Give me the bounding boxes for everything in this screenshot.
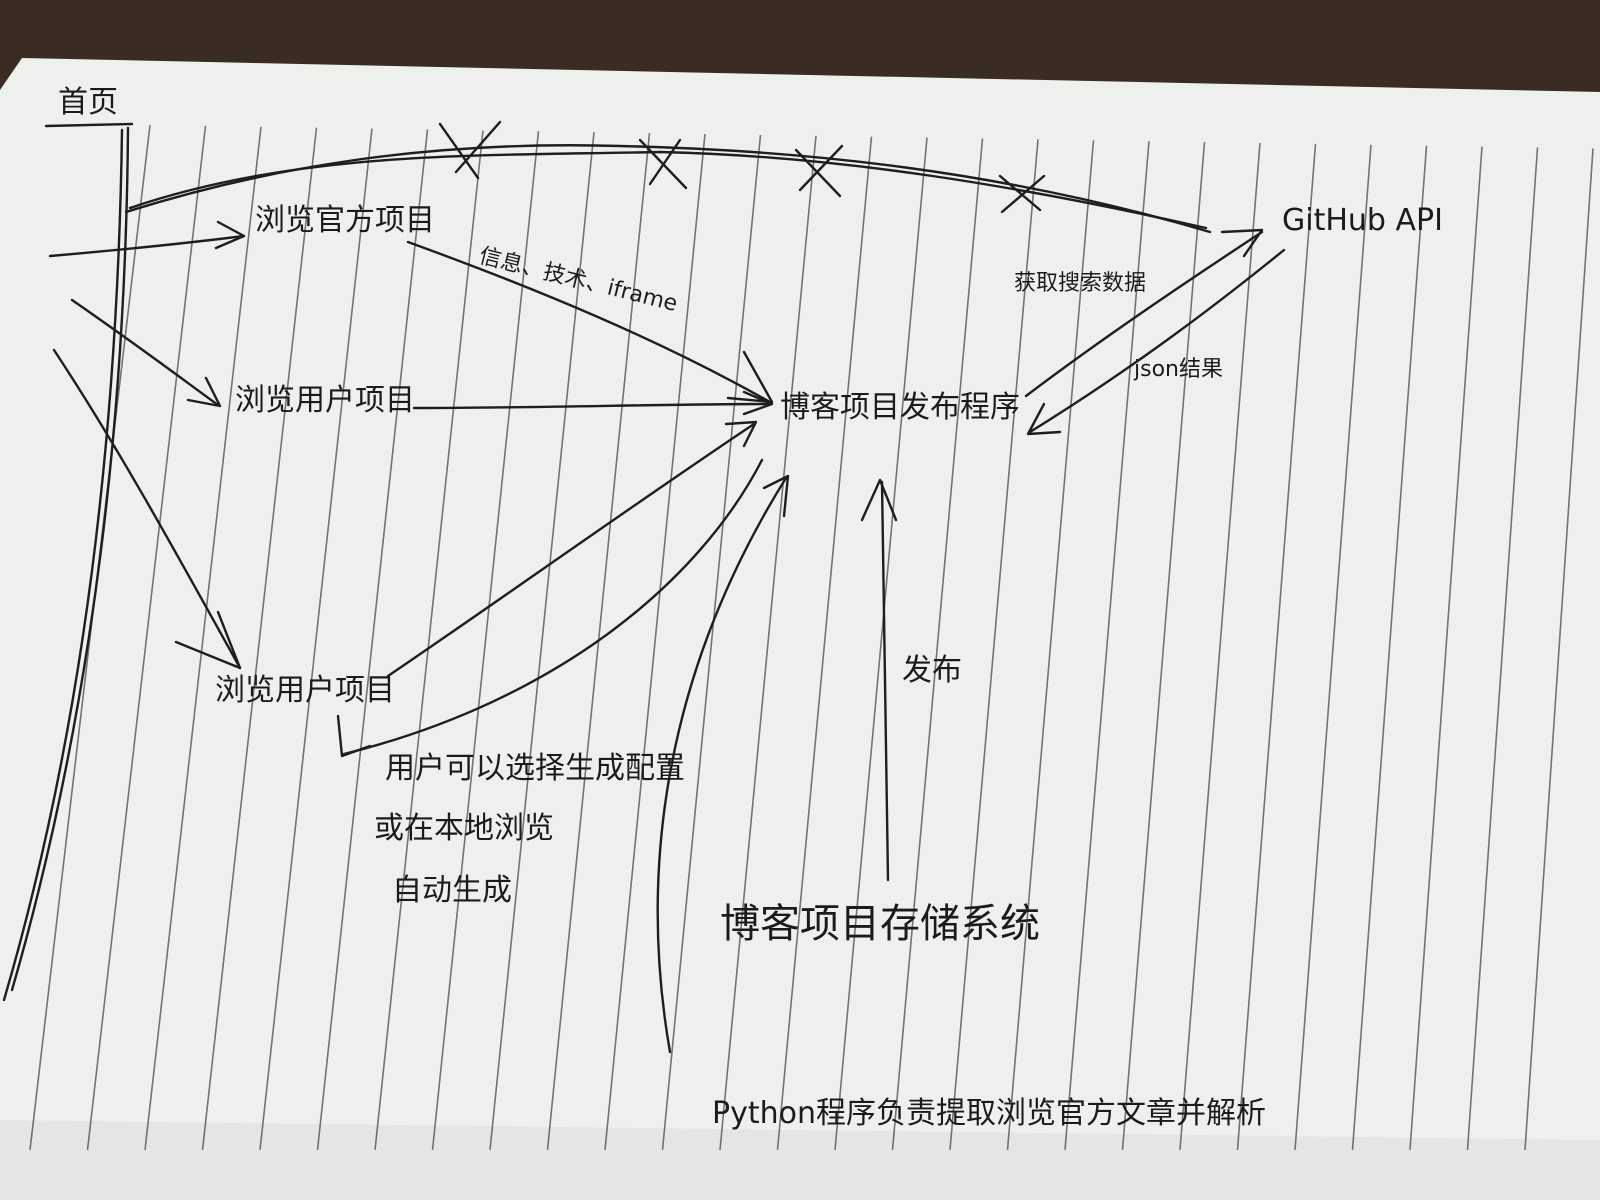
arrowhead-home-to-user-1 xyxy=(186,376,222,408)
ruled-lines xyxy=(29,124,1594,1151)
margin-line xyxy=(10,126,130,992)
node-official-site: 浏览官方项目 xyxy=(255,203,435,238)
ruled-line xyxy=(86,125,207,1151)
arrowhead-home-to-official xyxy=(214,220,246,250)
node-user-site-2: 浏览用户项目 xyxy=(215,673,395,708)
arrow-user1-to-publisher xyxy=(412,402,772,410)
margin-label: 首页 xyxy=(58,85,118,120)
ruled-line xyxy=(604,133,706,1151)
ruled-line xyxy=(1064,141,1150,1151)
arrow-official-to-publisher xyxy=(406,240,772,404)
arrowhead-publisher-to-user2 xyxy=(336,714,372,758)
ruled-line xyxy=(949,139,1039,1151)
arrowhead-github-to-publisher xyxy=(1026,402,1062,436)
ruled-line xyxy=(489,132,595,1151)
arrow-home-to-user-2 xyxy=(52,348,242,670)
arrowhead-python-to-publisher xyxy=(762,474,790,518)
ruled-line xyxy=(1294,144,1372,1151)
ruled-line xyxy=(316,129,429,1151)
arrow-storage-to-publisher xyxy=(880,480,890,882)
arrow-home-to-official xyxy=(48,234,246,258)
cross-mark-3 xyxy=(794,144,844,198)
arrowhead-publisher-to-github xyxy=(1220,228,1264,258)
arrowhead-storage-to-publisher xyxy=(860,478,898,522)
ruled-line xyxy=(776,136,873,1151)
arrow-python-to-publisher xyxy=(656,476,788,1054)
node-storage: 博客项目存储系统 xyxy=(720,901,1040,947)
node-user-site-1: 浏览用户项目 xyxy=(235,383,415,418)
ruled-line xyxy=(259,128,373,1151)
node-github-api: GitHub API xyxy=(1282,203,1443,238)
ruled-line xyxy=(1121,142,1206,1151)
cross-mark-4 xyxy=(998,174,1046,214)
ruled-line xyxy=(719,135,817,1151)
arrowhead-user2-to-publisher xyxy=(724,420,758,448)
ruled-line xyxy=(1236,143,1317,1151)
ruled-line xyxy=(891,138,984,1151)
arrow-publisher-to-user2 xyxy=(342,458,764,756)
ruled-line xyxy=(1466,147,1539,1151)
node-publisher: 博客项目发布程序 xyxy=(780,390,1020,425)
ruled-line xyxy=(431,131,540,1151)
arrow-home-to-user-1 xyxy=(70,298,220,407)
arrowhead-user1-to-publisher xyxy=(742,390,774,416)
arrow-publisher-to-github xyxy=(1024,230,1264,398)
user-note-line-2: 或在本地浏览 xyxy=(374,811,554,846)
ruled-line xyxy=(374,130,484,1151)
arrowhead-official-to-publisher xyxy=(726,350,774,404)
ruled-line xyxy=(1351,145,1428,1151)
user-note-line-1: 用户可以选择生成配置 xyxy=(385,751,685,786)
ruled-line xyxy=(1179,142,1261,1151)
arrowhead-home-to-user-2 xyxy=(174,610,242,670)
margin-line-top xyxy=(44,122,134,128)
paper-shade xyxy=(0,1120,1600,1200)
arrow-github-to-publisher xyxy=(1028,248,1286,434)
margin-line-2 xyxy=(2,128,124,1002)
edge-label-github-to-publisher: json结果 xyxy=(1133,357,1223,382)
ruled-line xyxy=(201,127,318,1151)
user-note-line-3: 自动生成 xyxy=(392,873,512,908)
ruled-line xyxy=(1006,140,1095,1151)
cross-mark-2 xyxy=(638,138,688,190)
ruled-line xyxy=(144,126,262,1151)
crossed-link-home-to-github-2 xyxy=(128,150,1208,230)
ruled-line xyxy=(834,137,928,1151)
node-python-program: Python程序负责提取浏览官方文章并解析 xyxy=(712,1096,1266,1131)
ruled-line xyxy=(1524,148,1594,1151)
edge-label-publisher-to-github: 获取搜索数据 xyxy=(1014,271,1146,296)
ruled-line xyxy=(1409,146,1483,1151)
arrow-user2-to-publisher xyxy=(386,422,756,678)
cross-mark-1 xyxy=(438,120,502,180)
edge-label-storage-to-publisher: 发布 xyxy=(902,653,962,688)
ruled-line xyxy=(661,134,762,1151)
